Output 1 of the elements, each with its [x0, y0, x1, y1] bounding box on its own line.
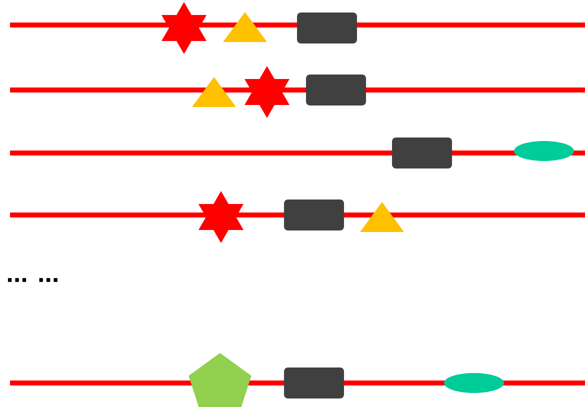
ellipsis: ... ... — [8, 278, 58, 282]
